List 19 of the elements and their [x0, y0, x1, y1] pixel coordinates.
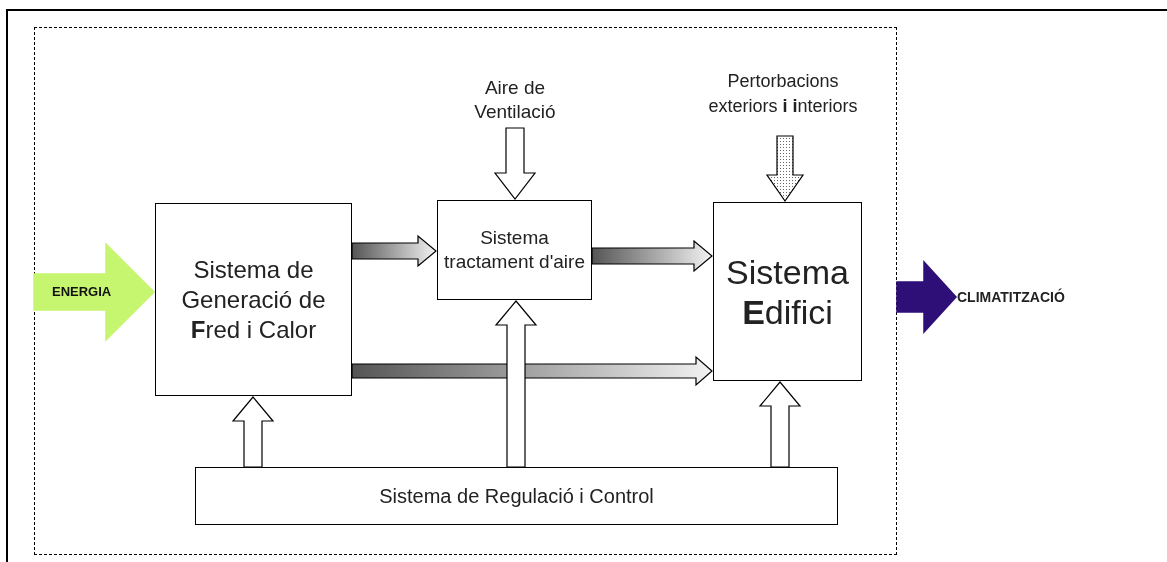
block-arrow [758, 381, 802, 468]
output-label: CLIMATITZACIÓ [957, 282, 1152, 312]
block-arrow [231, 396, 275, 468]
block-arrow [33, 242, 156, 342]
block-arrow [591, 239, 713, 273]
block-arrow [896, 260, 957, 334]
block-arrow [765, 135, 805, 203]
input-label: Aire de Ventilació [455, 72, 575, 128]
block-arrow [351, 234, 437, 268]
block-arrow [493, 127, 537, 200]
block-arrow [351, 355, 713, 387]
system-boundary [34, 27, 897, 555]
block-arrow [494, 300, 538, 468]
process-box: Sistema Edifici [713, 202, 862, 381]
input-label: Pertorbacions exteriors i interiors [708, 52, 858, 136]
edge-label: ENERGIA [52, 285, 112, 298]
process-box: Sistema tractament d'aire [437, 200, 592, 300]
process-box: Sistema de Generació de Fred i Calor [155, 203, 352, 396]
control-bar: Sistema de Regulació i Control [195, 467, 838, 525]
